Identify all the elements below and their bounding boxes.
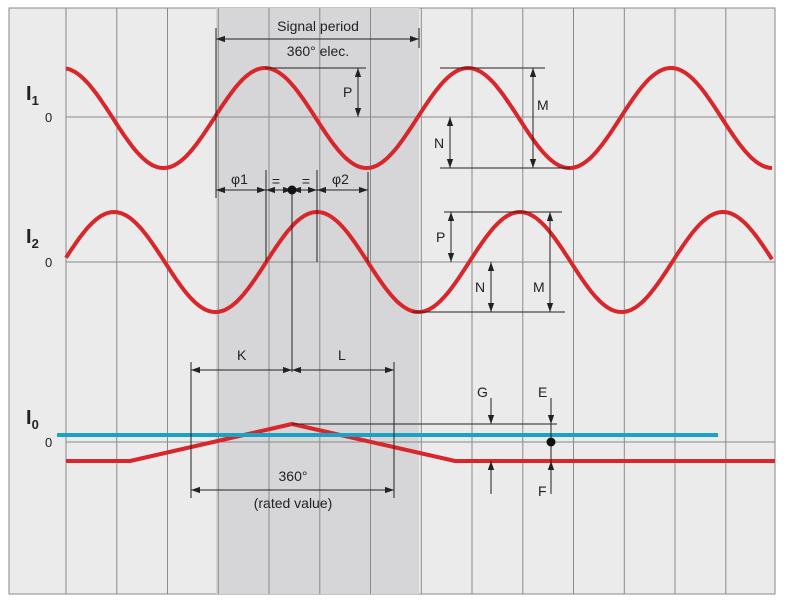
i0-signal-label: I0 bbox=[26, 407, 39, 432]
equal-right-label: = bbox=[302, 173, 310, 189]
k-label: K bbox=[237, 347, 247, 363]
l-label: L bbox=[338, 347, 346, 363]
i1-zero-label: 0 bbox=[45, 110, 52, 125]
g-label: G bbox=[477, 384, 488, 400]
rated-value-label: (rated value) bbox=[254, 495, 333, 511]
i2-m-label: M bbox=[533, 279, 545, 295]
i1-signal-label: I1 bbox=[26, 83, 39, 108]
i2-signal-label: I2 bbox=[26, 226, 39, 251]
equal-left-label: = bbox=[272, 173, 280, 189]
vertical-gridlines bbox=[65, 8, 727, 594]
i2-n-label: N bbox=[475, 279, 485, 295]
i1-p-label: P bbox=[343, 84, 352, 100]
signal-period-shade bbox=[216, 8, 419, 594]
i2-p-label: P bbox=[436, 229, 445, 245]
phi2-label: φ2 bbox=[332, 171, 349, 187]
i2-zero-label: 0 bbox=[45, 255, 52, 270]
signal-period-label: Signal period bbox=[277, 18, 359, 34]
phi1-label: φ1 bbox=[231, 171, 248, 187]
e-label: E bbox=[538, 384, 547, 400]
phase-center-dot bbox=[287, 185, 297, 195]
i0-zero-label: 0 bbox=[45, 435, 52, 450]
i1-n-label: N bbox=[434, 135, 444, 151]
dimension-lines bbox=[190, 28, 570, 498]
reference-center-dot bbox=[546, 437, 556, 447]
f-label: F bbox=[538, 483, 547, 499]
i1-sine-wave bbox=[65, 66, 773, 170]
signal-period-value: 360° elec. bbox=[287, 43, 349, 59]
i1-m-label: M bbox=[537, 97, 549, 113]
rated-value-angle: 360° bbox=[279, 468, 308, 484]
